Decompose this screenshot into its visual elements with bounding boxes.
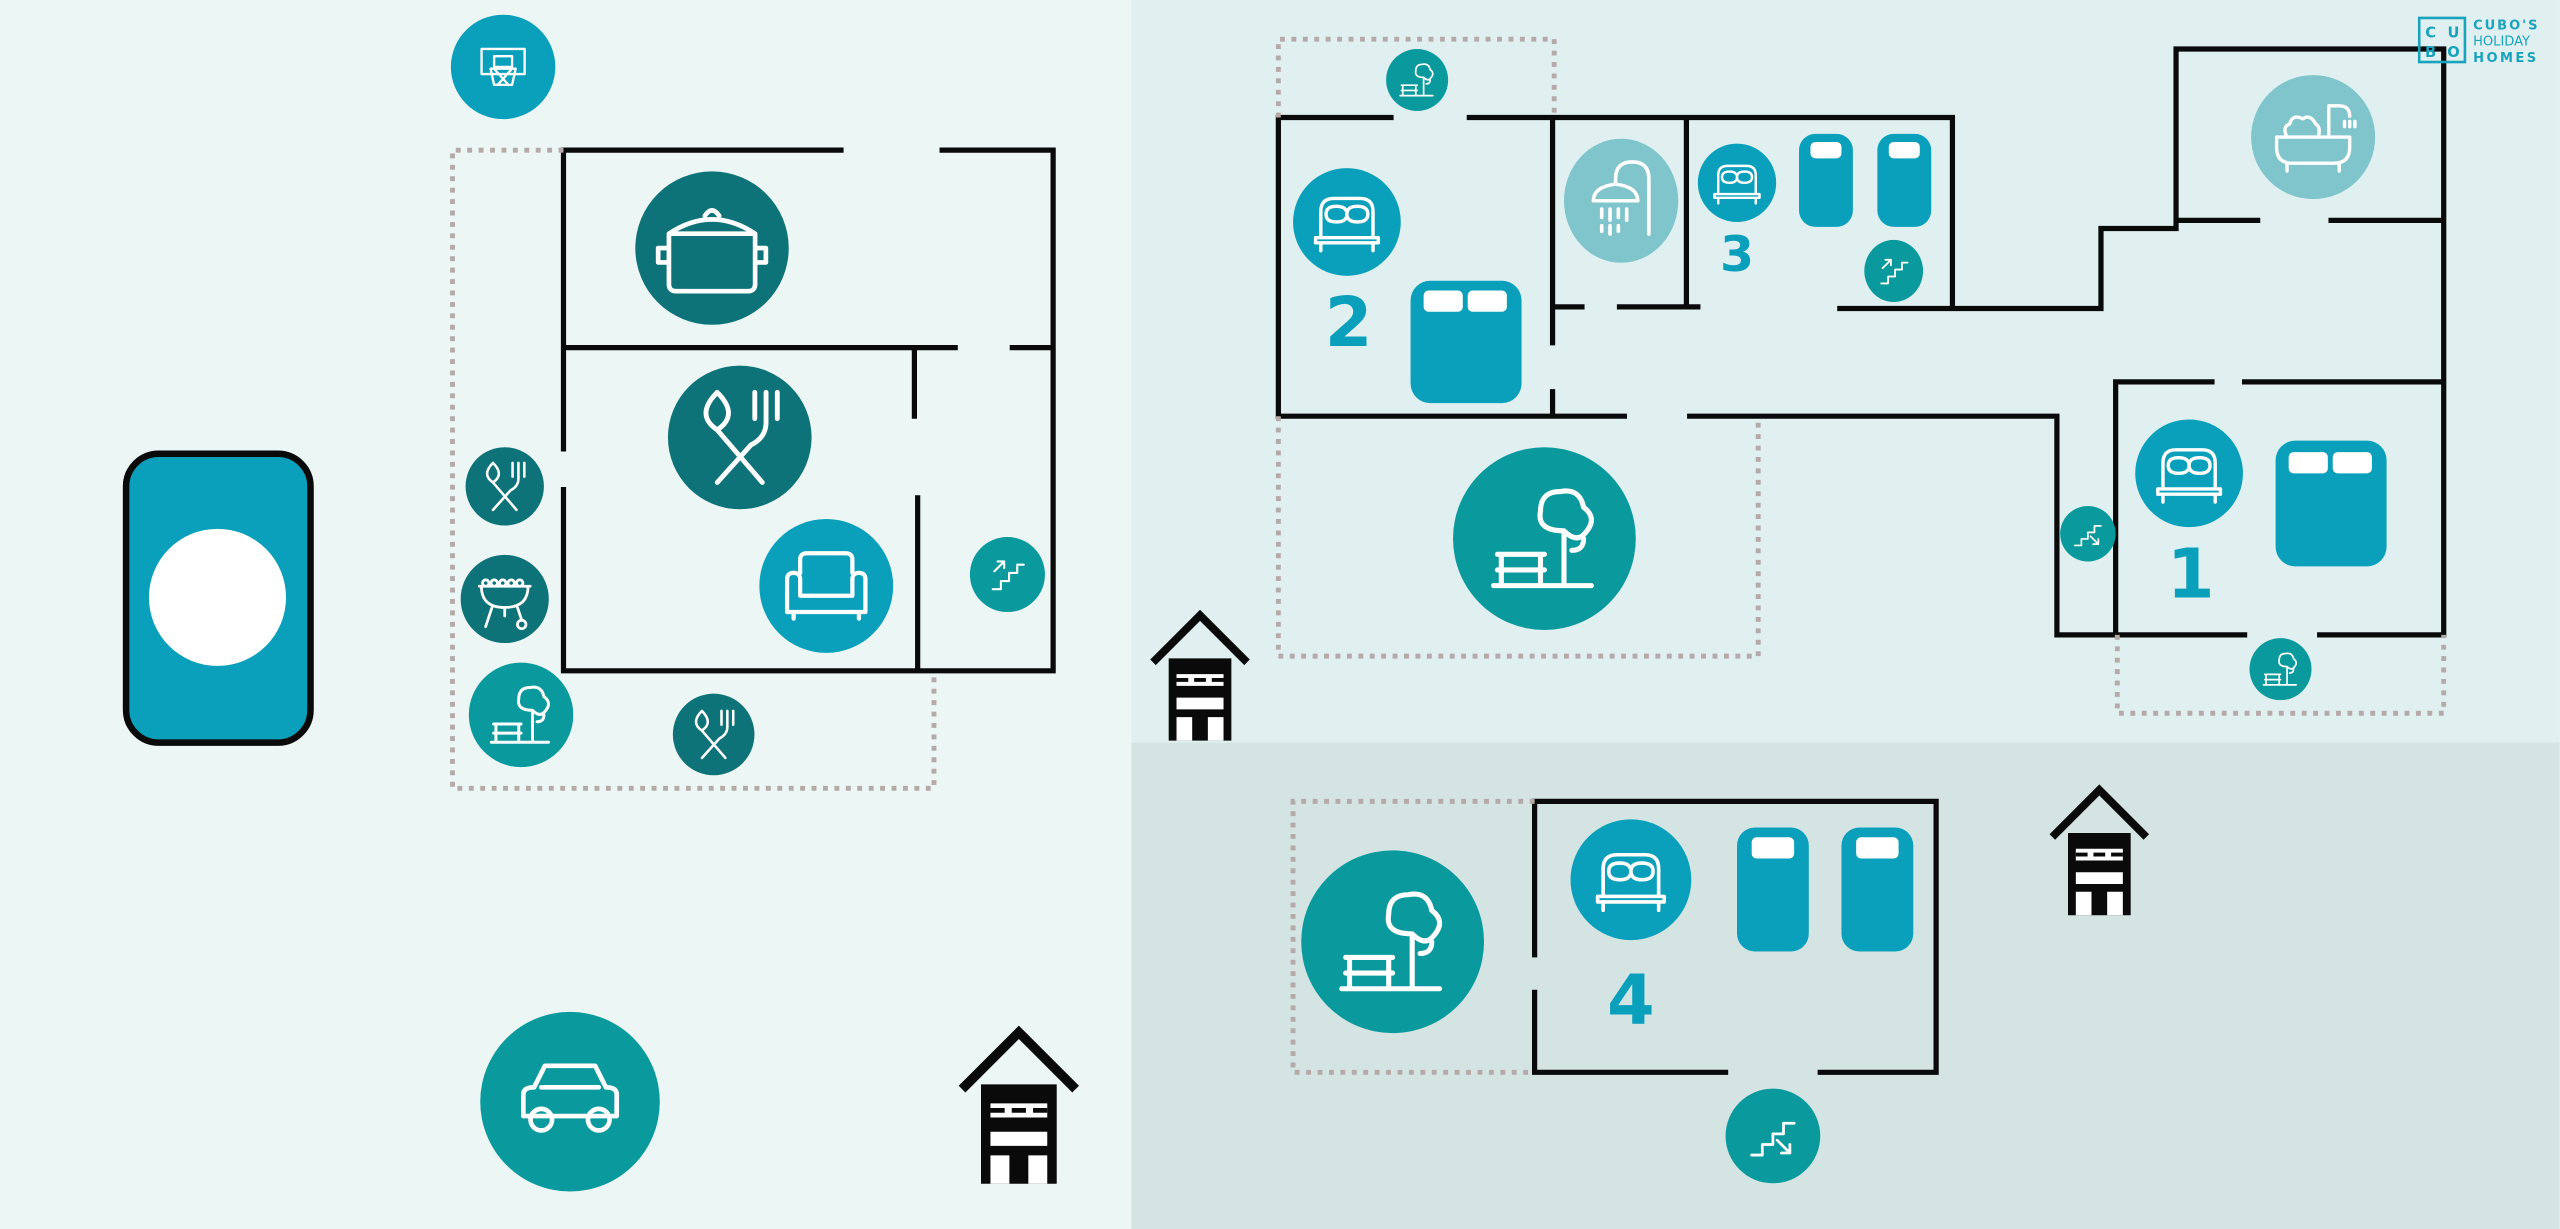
ground-floor-walls [450, 147, 1056, 791]
bedroom-2-double-bed [1410, 280, 1522, 404]
bathtub-icon [2251, 75, 2376, 200]
sofa-icon [759, 519, 894, 653]
bedroom-4-single-beds [1736, 827, 1914, 952]
svg-text:B: B [2425, 44, 2436, 61]
bedroom-4-number: 4 [1607, 960, 1655, 1040]
stairs-down-icon-2 [1725, 1088, 1821, 1184]
svg-text:HOLIDAY: HOLIDAY [2473, 35, 2530, 50]
bedroom-1-bed-icon [2135, 419, 2243, 528]
barbecue-icon [460, 554, 549, 644]
svg-text:CUBO'S: CUBO'S [2473, 18, 2539, 33]
stairs-up-icon [969, 536, 1045, 613]
stairs-up-icon-2 [1864, 239, 1924, 302]
balcony-icon [2249, 638, 2312, 701]
bedroom-2-bed-icon [1293, 168, 1401, 276]
lower-garden-icon [1301, 850, 1485, 1034]
svg-text:C: C [2425, 25, 2436, 42]
dining-cutlery-icon [667, 365, 812, 510]
swimming-pool [122, 450, 314, 746]
stairs-down-icon [2060, 505, 2116, 562]
bedroom-3-single-beds [1799, 133, 1932, 227]
terrace-garden-icon [1453, 447, 1636, 631]
shower-icon [1563, 138, 1679, 263]
bedroom-4-bed-icon [1570, 819, 1692, 941]
bedroom-3-bed-icon [1697, 143, 1777, 222]
svg-text:HOMES: HOMES [2473, 51, 2539, 66]
outdoor-dining-icon [465, 447, 544, 526]
bedroom-1-number: 1 [2167, 534, 2215, 614]
svg-text:O: O [2447, 44, 2459, 61]
lower-floor-walls [1290, 798, 1939, 1075]
basketball-hoop-icon [450, 14, 556, 120]
cooking-pot-icon [635, 171, 789, 325]
parking-car-icon [480, 1011, 660, 1192]
outdoor-dining-icon-2 [672, 693, 755, 776]
terrace-icon [1386, 48, 1449, 111]
cubo-logo: C U B O CUBO'S HOLIDAY HOMES [2417, 16, 2539, 66]
bedroom-3-number: 3 [1720, 226, 1754, 283]
bedroom-1-double-bed [2275, 440, 2387, 567]
svg-text:U: U [2448, 25, 2460, 42]
bedroom-2-number: 2 [1325, 283, 1373, 363]
garden-icon [468, 662, 574, 768]
